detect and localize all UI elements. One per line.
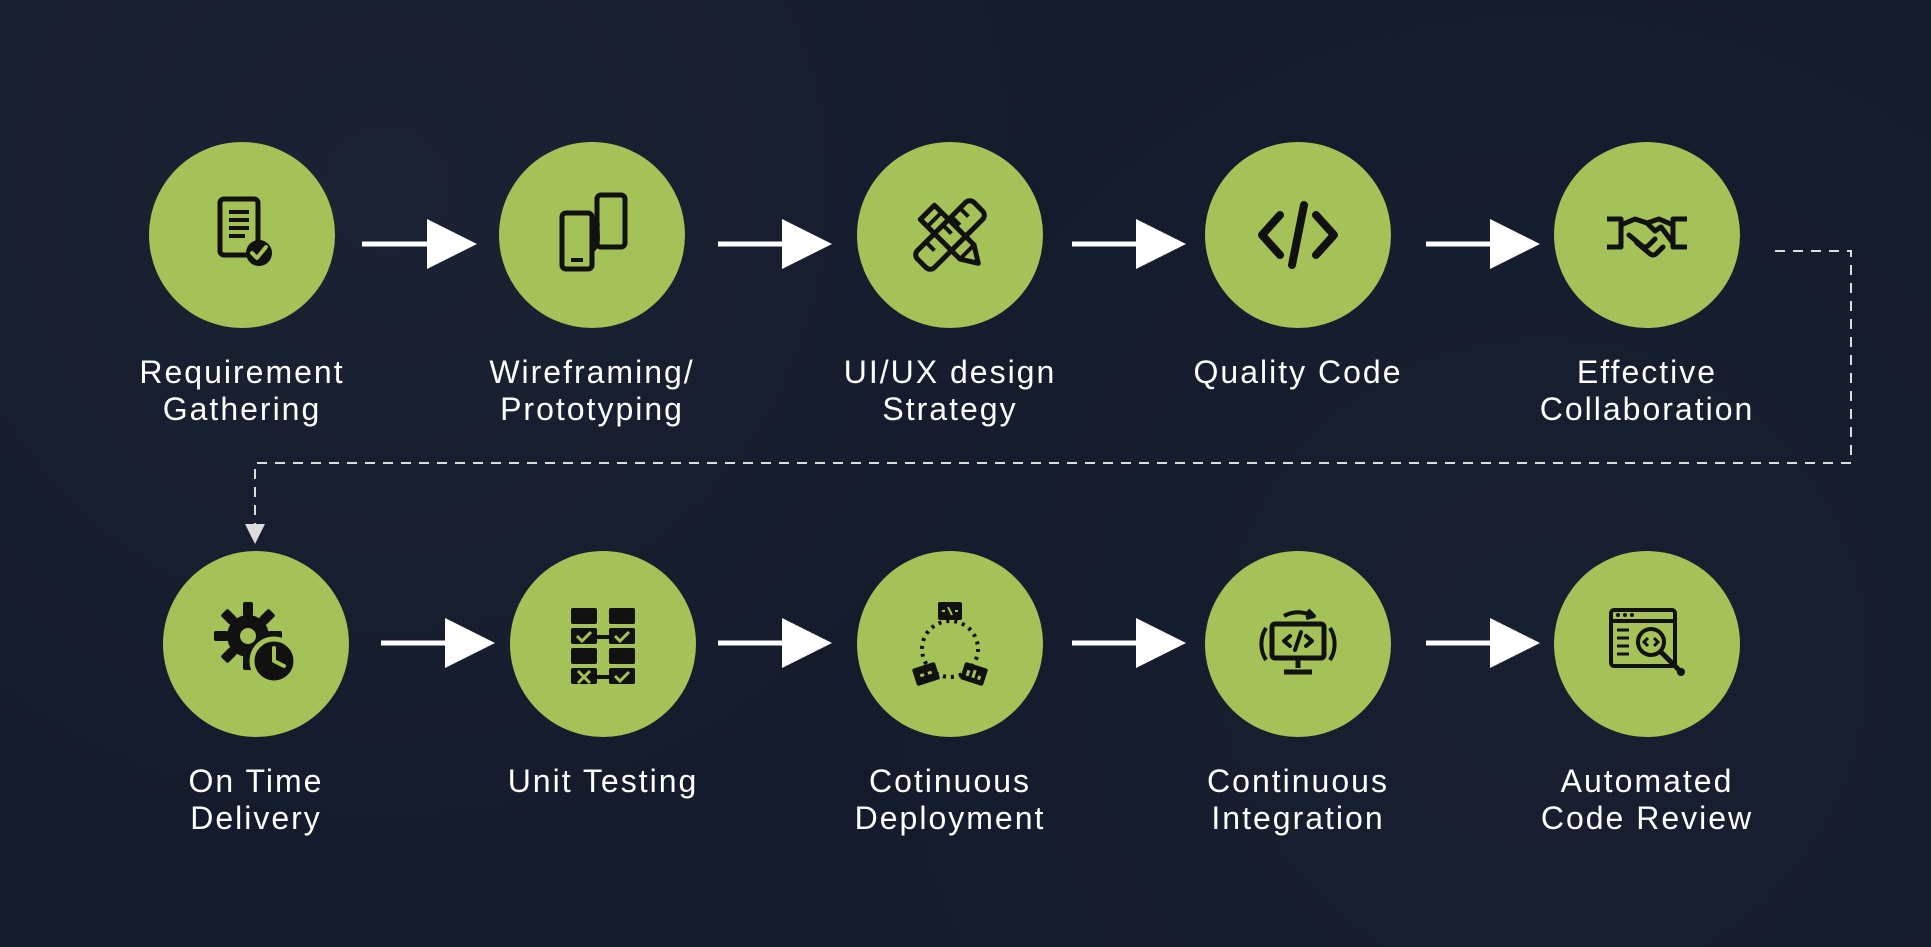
step-label-line: On Time xyxy=(188,763,324,799)
step-unit-testing: Unit Testing xyxy=(453,551,753,851)
deployment-cycle-icon xyxy=(912,602,988,686)
step-label-line: Delivery xyxy=(190,800,322,836)
step-circle xyxy=(149,142,335,328)
step-label-line: Cotinuous xyxy=(868,763,1032,799)
step-label: Quality Code xyxy=(1148,354,1448,391)
step-circle xyxy=(1205,142,1391,328)
step-label: Wireframing/ Prototyping xyxy=(442,354,742,428)
gear-clock-icon xyxy=(214,602,299,686)
step-automated-code-review: Automated Code Review xyxy=(1497,551,1797,851)
step-label-line: Automated xyxy=(1560,763,1734,799)
step-label: Cotinuous Deployment xyxy=(800,763,1100,837)
step-label: Unit Testing xyxy=(453,763,753,800)
step-circle xyxy=(1554,142,1740,328)
step-label-line: Quality Code xyxy=(1193,354,1403,390)
step-label-line: Wireframing/ xyxy=(489,354,695,390)
step-circle xyxy=(510,551,696,737)
step-label: Effective Collaboration xyxy=(1497,354,1797,428)
step-on-time-delivery: On Time Delivery xyxy=(106,551,406,851)
checklist-grid-icon xyxy=(571,608,635,685)
step-circle xyxy=(857,551,1043,737)
step-circle xyxy=(499,142,685,328)
step-circle xyxy=(857,142,1043,328)
step-circle xyxy=(163,551,349,737)
handshake-icon xyxy=(1607,216,1687,258)
step-label: On Time Delivery xyxy=(106,763,406,837)
monitor-code-cycle-icon xyxy=(1259,608,1337,675)
step-label-line: UI/UX design xyxy=(843,354,1057,390)
step-continuous-deployment: Cotinuous Deployment xyxy=(800,551,1100,851)
step-label: UI/UX design Strategy xyxy=(800,354,1100,428)
step-label-line: Prototyping xyxy=(500,391,684,427)
step-wireframing-prototyping: Wireframing/ Prototyping xyxy=(442,142,742,442)
step-label: Automated Code Review xyxy=(1497,763,1797,837)
browser-code-search-icon xyxy=(1609,608,1685,676)
step-requirement-gathering: Requirement Gathering xyxy=(92,142,392,442)
step-label-line: Code Review xyxy=(1540,800,1754,836)
step-circle xyxy=(1554,551,1740,737)
step-quality-code: Quality Code xyxy=(1148,142,1448,442)
step-circle xyxy=(1205,551,1391,737)
step-label-line: Gathering xyxy=(162,391,322,427)
step-label-line: Strategy xyxy=(882,391,1018,427)
step-label: Continuous Integration xyxy=(1148,763,1448,837)
code-brackets-icon xyxy=(1258,201,1338,269)
step-label: Requirement Gathering xyxy=(92,354,392,428)
step-label-line: Effective xyxy=(1576,354,1718,390)
step-label-line: Continuous xyxy=(1207,763,1389,799)
step-continuous-integration: Continuous Integration xyxy=(1148,551,1448,851)
step-label-line: Collaboration xyxy=(1539,391,1755,427)
step-ui-ux-design-strategy: UI/UX design Strategy xyxy=(800,142,1100,442)
document-check-icon xyxy=(217,196,272,266)
row-transition-dashed-connector xyxy=(245,250,1852,544)
devices-prototype-icon xyxy=(559,192,628,272)
step-effective-collaboration: Effective Collaboration xyxy=(1497,142,1797,442)
step-label-line: Requirement xyxy=(139,354,345,390)
step-label-line: Deployment xyxy=(854,800,1046,836)
step-label-line: Unit Testing xyxy=(507,763,699,799)
pencil-ruler-icon xyxy=(913,198,987,272)
step-label-line: Integration xyxy=(1211,800,1385,836)
